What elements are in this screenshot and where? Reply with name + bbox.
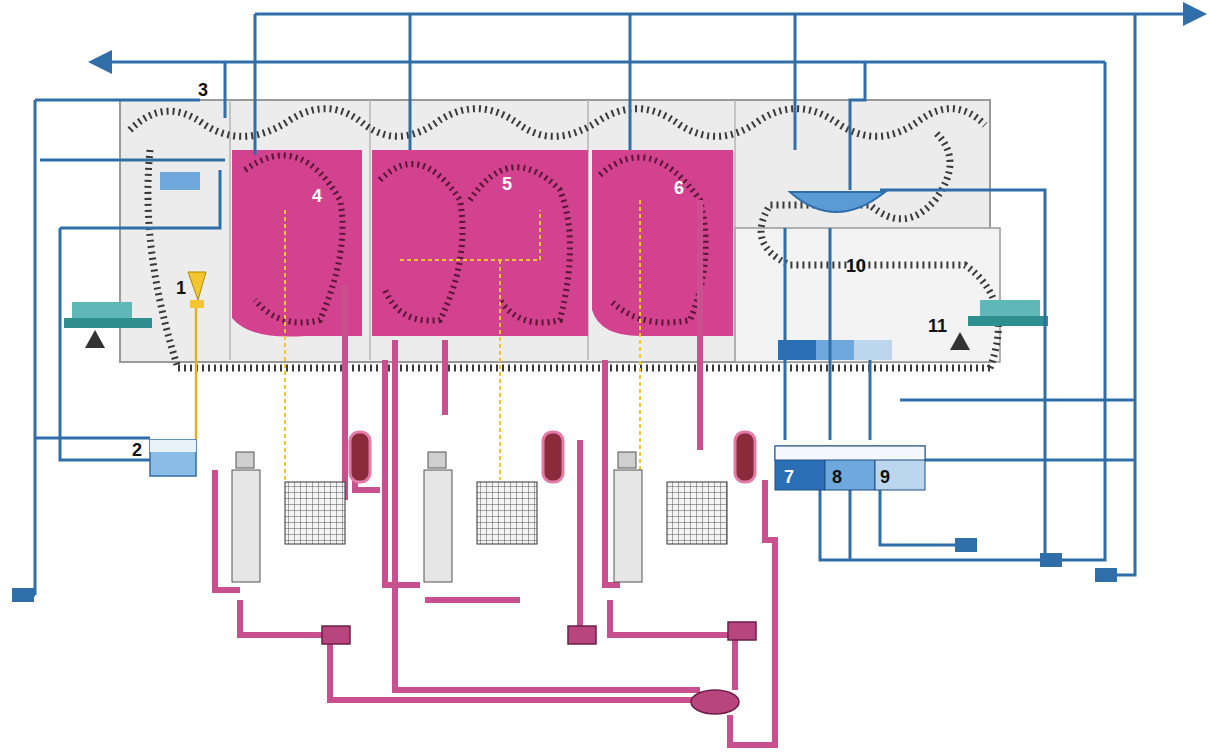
bottle-conveyor	[64, 300, 1048, 350]
callout-number: 8	[832, 467, 842, 487]
caustic-zone	[232, 150, 733, 337]
callout-number: 2	[132, 440, 142, 460]
zone-chain	[245, 155, 706, 322]
callout-number: 11	[928, 316, 947, 336]
filter-unit	[232, 452, 727, 582]
basket-chain	[130, 109, 998, 368]
callout-number: 3	[198, 80, 208, 100]
heat-exchanger	[350, 432, 755, 482]
caustic-pipe	[215, 200, 775, 745]
pump	[12, 538, 1117, 602]
callout-number: 9	[880, 467, 890, 487]
callout-number: 6	[674, 178, 684, 198]
callout-number: 1	[176, 278, 186, 298]
water-pipe	[25, 14, 1195, 595]
pump	[322, 622, 756, 714]
callout-number: 10	[846, 256, 866, 276]
callout-number: 5	[502, 174, 512, 194]
callout-number: 7	[784, 467, 794, 487]
callout-number: 4	[312, 186, 322, 206]
